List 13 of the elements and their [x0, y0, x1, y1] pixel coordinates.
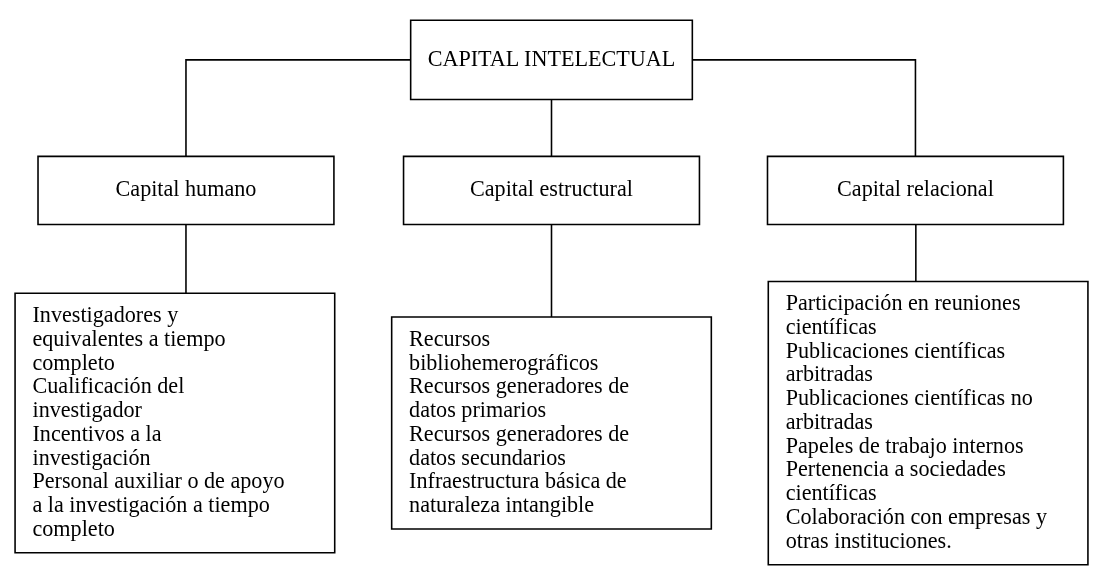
node-box: Capital humano	[37, 155, 335, 225]
node-box: Capital estructural	[402, 155, 701, 225]
node-box: Investigadores y equivalentes a tiempo completo Cualificación del investigador Incentivos a la investigación Personal auxiliar o de apoyo a la investigación a tiempo completo	[14, 292, 336, 554]
connector	[550, 223, 553, 318]
node-box: CAPITAL INTELECTUAL	[409, 19, 694, 100]
connector	[185, 223, 187, 294]
connector	[550, 98, 553, 157]
node-box: Recursos bibliohemerográficos Recursos generadores de datos primarios Recursos generadores de datos secundarios Infraestructura básica de naturaleza intangible	[390, 315, 713, 530]
node-box: Capital relacional	[766, 155, 1065, 225]
node-box: Participación en reuniones científicas Publicaciones científicas arbitradas Publicaciones científicas no arbitradas Papeles de trabajo internos Pertenencia a sociedades científicas Colaboración con empresas y otras instituciones.	[767, 280, 1089, 565]
connector	[185, 58, 411, 157]
connector	[691, 58, 917, 157]
connector	[915, 223, 917, 282]
